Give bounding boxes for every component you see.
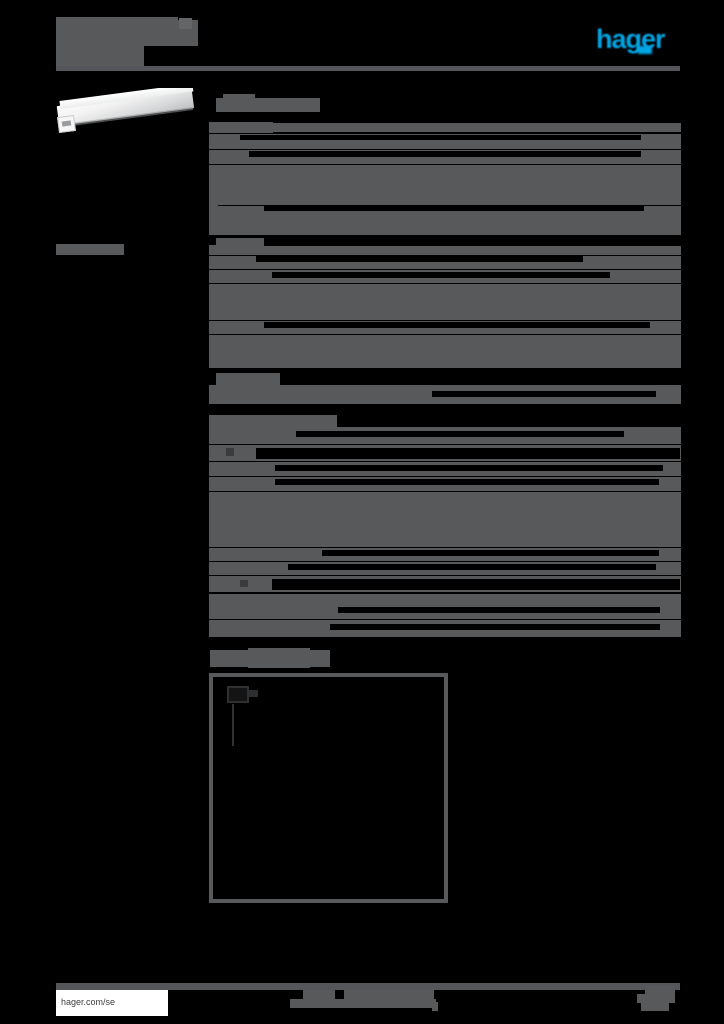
row-value-gap bbox=[322, 550, 659, 556]
row-value-gap bbox=[338, 607, 660, 613]
row-marker bbox=[209, 134, 218, 140]
footer-center-text-b bbox=[344, 989, 434, 1001]
row-marker bbox=[209, 621, 218, 627]
row-marker bbox=[209, 577, 218, 584]
hager-logo: hager bbox=[596, 24, 666, 54]
table-row bbox=[209, 492, 681, 547]
row-marker bbox=[209, 549, 218, 555]
row-marker bbox=[209, 205, 218, 212]
page-title-line-2 bbox=[56, 20, 198, 46]
product-photo bbox=[50, 88, 202, 144]
row-value-gap bbox=[275, 479, 659, 485]
header-divider-rule bbox=[56, 66, 680, 71]
table-row bbox=[209, 284, 681, 320]
row-label bbox=[209, 122, 273, 133]
footer-center-text-d bbox=[432, 1002, 438, 1011]
row-value-gap bbox=[432, 391, 656, 397]
row-value-gap bbox=[272, 579, 680, 590]
footer-divider-rule bbox=[56, 983, 680, 990]
footer-page-number-a bbox=[645, 986, 675, 995]
footer-center-text-a bbox=[303, 990, 335, 1000]
row-marker bbox=[209, 150, 218, 156]
row-marker bbox=[209, 245, 218, 252]
footer-url-text: hager.com/se bbox=[61, 997, 116, 1007]
section-4-heading bbox=[209, 415, 337, 427]
row-marker bbox=[209, 256, 218, 262]
footer-page-number-c bbox=[641, 1003, 669, 1011]
section-3-heading bbox=[216, 373, 280, 387]
row-marker bbox=[209, 356, 218, 363]
table-row bbox=[209, 246, 681, 255]
dimension-drawing-glyph bbox=[227, 686, 249, 703]
dimensions-heading-extra bbox=[248, 648, 310, 668]
footer-page-number-b bbox=[637, 994, 675, 1003]
row-value-gap bbox=[296, 431, 624, 437]
row-marker bbox=[209, 604, 218, 610]
row-marker bbox=[209, 463, 218, 469]
row-value-gap bbox=[240, 135, 641, 140]
dimension-leader-line bbox=[232, 704, 234, 746]
table-row bbox=[209, 335, 681, 368]
row-marker bbox=[209, 428, 218, 434]
row-marker bbox=[209, 322, 218, 328]
dimension-drawing-frame bbox=[209, 673, 448, 903]
hager-logo-underline bbox=[638, 46, 652, 54]
row-value-gap bbox=[330, 624, 660, 630]
row-marker bbox=[209, 563, 218, 569]
footer-center-text-c bbox=[290, 999, 436, 1008]
section-1-heading bbox=[216, 98, 320, 112]
row-marker bbox=[209, 478, 218, 484]
row-value-gap bbox=[288, 564, 656, 570]
row-value-gap bbox=[264, 206, 644, 211]
row-marker bbox=[209, 386, 218, 393]
row-value-gap bbox=[275, 465, 663, 471]
row-value-gap bbox=[272, 272, 610, 278]
row-bullet-marker bbox=[240, 580, 248, 587]
accessories-label bbox=[56, 244, 124, 255]
row-value-gap bbox=[249, 151, 641, 157]
page-title-superscript bbox=[179, 18, 192, 29]
row-marker bbox=[209, 284, 218, 290]
row-value-gap bbox=[256, 256, 583, 262]
row-marker bbox=[209, 446, 218, 453]
page-title-line-3 bbox=[56, 44, 144, 66]
row-value-gap bbox=[264, 322, 650, 328]
row-value-gap bbox=[256, 448, 680, 459]
row-marker bbox=[209, 271, 218, 277]
table-row bbox=[209, 165, 681, 205]
row-bullet-marker bbox=[226, 448, 234, 456]
table-row bbox=[209, 123, 681, 132]
dimension-drawing-glyph-bar bbox=[249, 690, 258, 697]
table-row bbox=[209, 212, 681, 235]
table-row bbox=[209, 594, 681, 619]
footer-url-box[interactable]: hager.com/se bbox=[56, 990, 168, 1016]
